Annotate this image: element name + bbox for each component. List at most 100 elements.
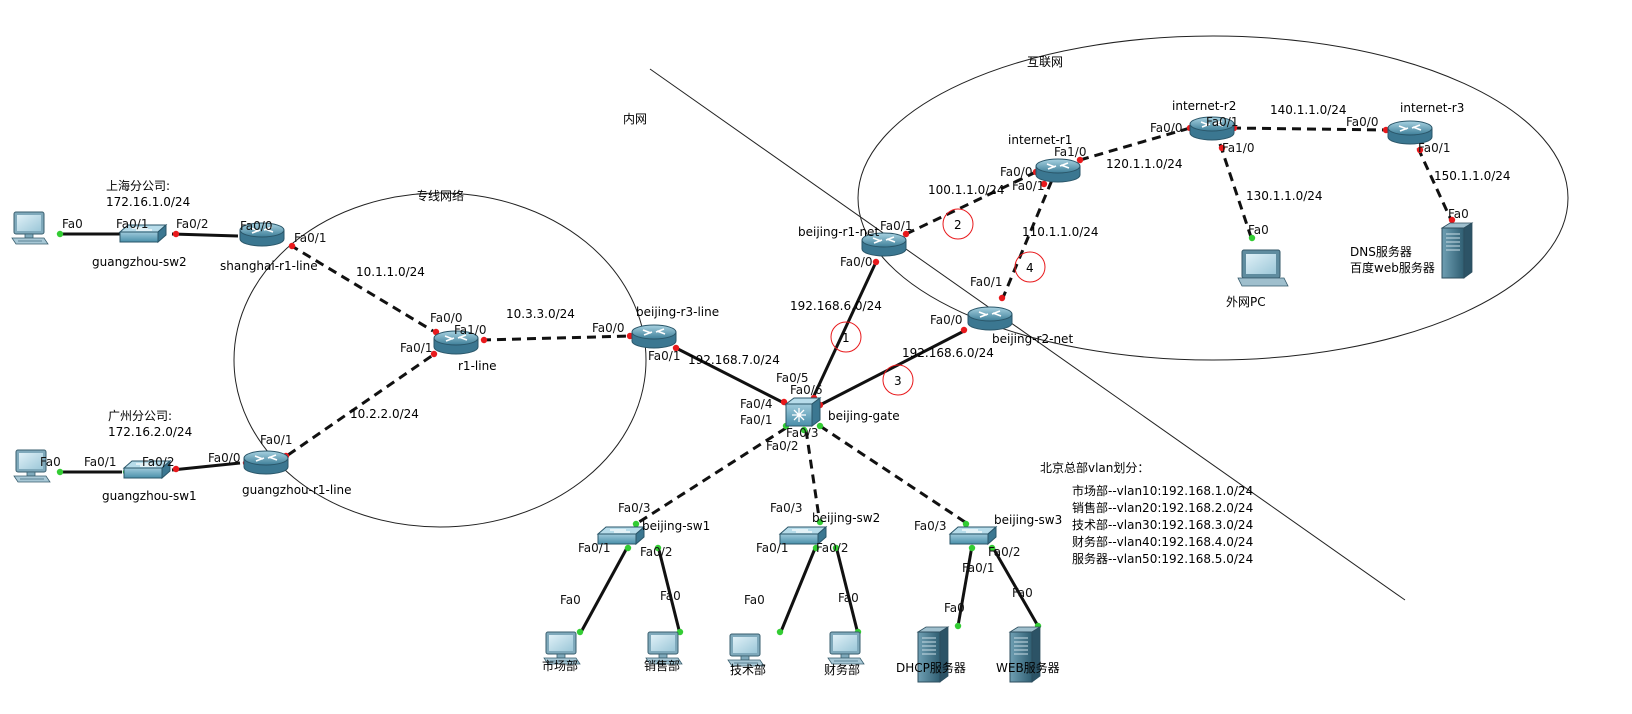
port-label: Fa0/2 [640, 545, 672, 559]
link-gate-sw2 [804, 429, 822, 525]
internet-r3-label: internet-r3 [1400, 101, 1464, 115]
beijing-sw3-label: beijing-sw3 [994, 513, 1062, 527]
net-192-6a-label: 192.168.6.0/24 [790, 299, 882, 313]
net-110-label: 110.1.1.0/24 [1022, 225, 1099, 239]
port-label: Fa0 [944, 601, 965, 615]
link-ir1-ir2 [1079, 126, 1191, 162]
link-sw3-web [990, 545, 1040, 627]
port-label: Fa0/3 [618, 501, 650, 515]
vlan-plan-row: 销售部--vlan20:192.168.2.0/24 [1072, 500, 1253, 515]
port-label: Fa0 [744, 593, 765, 607]
link-sh-r1line [289, 243, 434, 333]
r1-line-label: r1-line [458, 359, 497, 373]
sales-pc-label: 销售部 [644, 658, 680, 673]
baidu-web-server-label: 百度web服务器 [1350, 260, 1435, 275]
path-marker-1: 1 [830, 321, 862, 353]
port-label: Fa0/3 [914, 519, 946, 533]
web-server-label: WEB服务器 [996, 660, 1060, 675]
port-label: Fa0/0 [240, 219, 272, 233]
link-r3-gate [675, 346, 787, 406]
link-gate-sw3 [819, 424, 969, 526]
net-192-7-label: 192.168.7.0/24 [688, 353, 780, 367]
external-pc-label: 外网PC [1226, 295, 1266, 309]
port-label: Fa0/0 [430, 311, 462, 325]
beijing-sw1-label: beijing-sw1 [642, 519, 710, 533]
link-sw3-dhcp [956, 545, 974, 627]
tech-pc-icon[interactable] [727, 633, 765, 667]
shanghai-pc-icon[interactable] [11, 211, 49, 245]
port-label: Fa0/6 [790, 383, 822, 397]
port-label: Fa0/2 [988, 545, 1020, 559]
beijing-gate-switch-icon[interactable] [785, 397, 821, 427]
port-label: Fa0/2 [142, 455, 174, 469]
beijing-r3-router-icon[interactable] [631, 324, 677, 349]
svg-text:2: 2 [954, 218, 962, 232]
svg-text:1: 1 [842, 331, 850, 345]
external-pc-laptop-icon[interactable] [1237, 249, 1289, 287]
port-label: Fa0 [1012, 586, 1033, 600]
beijing-sw3-switch-icon[interactable] [949, 526, 997, 545]
link-bjr2-ir1 [1000, 179, 1054, 301]
beijing-sw2-label: beijing-sw2 [812, 511, 880, 525]
beijing-r3-label: beijing-r3-line [636, 305, 719, 319]
port-label: Fa0/1 [1012, 179, 1044, 193]
finance-pc-icon[interactable] [827, 631, 865, 665]
link-sw2-tech [778, 545, 818, 635]
link-gz-sw1-r1 [171, 461, 241, 472]
port-label: Fa0/0 [930, 313, 962, 327]
net-100-label: 100.1.1.0/24 [928, 183, 1005, 197]
link-ir2-pc [1218, 143, 1254, 241]
port-label: Fa0/2 [816, 541, 848, 555]
port-label: Fa0/1 [880, 219, 912, 233]
vlan-plan-row: 服务器--vlan50:192.168.5.0/24 [1072, 551, 1253, 566]
net-10-1-label: 10.1.1.0/24 [356, 265, 425, 279]
internet-r1-label: internet-r1 [1008, 133, 1072, 147]
port-label: Fa0 [62, 217, 83, 231]
port-label: Fa0/3 [770, 501, 802, 515]
port-label: Fa0/1 [740, 413, 772, 427]
path-marker-4: 4 [1014, 251, 1046, 283]
link-sw1-sales [656, 545, 682, 635]
guangzhou-r1-router-icon[interactable] [243, 450, 289, 475]
port-label: Fa0/3 [786, 426, 818, 440]
link-bjr2-gate [817, 328, 967, 408]
dns-server-icon[interactable] [1441, 222, 1473, 279]
vlan-plan-row: 技术部--vlan30:192.168.3.0/24 [1072, 517, 1253, 532]
vlan-plan-row: 财务部--vlan40:192.168.4.0/24 [1072, 534, 1253, 549]
interface-labels: Fa0 Fa0/1 Fa0/2 Fa0/0 Fa0/1 Fa0 Fa0/1 Fa… [40, 115, 1469, 615]
guangzhou-r1-label: guangzhou-r1-line [242, 483, 352, 497]
net-120-label: 120.1.1.0/24 [1106, 157, 1183, 171]
port-label: Fa0/5 [776, 371, 808, 385]
tech-pc-label: 技术部 [730, 662, 766, 677]
port-label: Fa0 [1248, 223, 1269, 237]
port-label: Fa0/2 [176, 217, 208, 231]
net-10-3-label: 10.3.3.0/24 [506, 307, 575, 321]
port-label: Fa0/1 [400, 341, 432, 355]
port-label: Fa0/1 [970, 275, 1002, 289]
internet-r2-label: internet-r2 [1172, 99, 1236, 113]
leased-region-label: 专线网络 [416, 188, 464, 203]
port-label: Fa0/0 [1000, 165, 1032, 179]
link-sw1-market [578, 545, 630, 635]
port-label: Fa0/1 [84, 455, 116, 469]
port-label: Fa0/1 [648, 349, 680, 363]
port-label: Fa0/2 [766, 439, 798, 453]
internet-region [857, 35, 1569, 361]
port-label: Fa0/1 [1418, 141, 1450, 155]
port-label: Fa0/1 [962, 561, 994, 575]
link-gz-r1line [287, 353, 434, 457]
beijing-gate-label: beijing-gate [828, 409, 900, 423]
port-label: Fa1/0 [1222, 141, 1254, 155]
intranet-region-label: 内网 [623, 112, 647, 126]
net-10-2-label: 10.2.2.0/24 [350, 407, 419, 421]
port-label: Fa0/0 [208, 451, 240, 465]
intranet-boundary-line [649, 68, 1406, 601]
finance-pc-label: 财务部 [824, 662, 860, 677]
svg-text:3: 3 [894, 374, 902, 388]
internet-region-label: 互联网 [1027, 55, 1063, 69]
port-label: Fa0 [40, 455, 61, 469]
beijing-r2-net-router-icon[interactable] [967, 306, 1013, 331]
vlan-plan-title: 北京总部vlan划分： [1040, 460, 1149, 475]
port-label: Fa0/1 [116, 217, 148, 231]
